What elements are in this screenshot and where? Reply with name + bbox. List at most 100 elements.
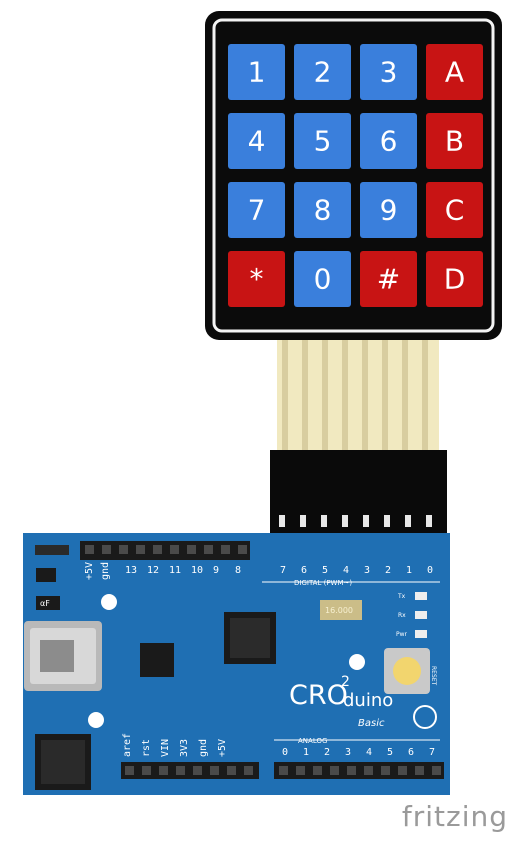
header-pin [210, 766, 219, 775]
bottom-pin-label: +5V [217, 739, 228, 757]
top-right-pin-label: 3 [364, 565, 370, 576]
keypad-key-4[interactable]: A [426, 44, 483, 100]
keypad-key-1[interactable]: 1 [228, 44, 285, 100]
led-label-pwr: Pwr [396, 631, 408, 638]
keypad-key-6[interactable]: 5 [294, 113, 351, 169]
keypad-key-label: 5 [314, 125, 332, 158]
top-right-pin-label: 7 [280, 565, 286, 576]
keypad-key-label: 1 [248, 56, 266, 89]
connector-pin [279, 515, 285, 527]
header-pin [204, 545, 213, 554]
top-pin-label: 11 [169, 565, 181, 576]
connector-pin [384, 515, 390, 527]
analog-pin-label: 1 [303, 747, 309, 758]
keypad-key-5[interactable]: 4 [228, 113, 285, 169]
top-right-pin-label: 2 [385, 565, 391, 576]
keypad-key-label: 8 [314, 194, 332, 227]
brand-rest: duino [343, 690, 393, 711]
keypad-key-8[interactable]: B [426, 113, 483, 169]
connector-pin [342, 515, 348, 527]
reset-label: RESET [430, 666, 437, 686]
croduino-board [23, 533, 450, 795]
brand-sub: Basic [358, 718, 385, 729]
header-pin [296, 766, 305, 775]
ribbon-wire [322, 340, 328, 452]
keypad-key-9[interactable]: 7 [228, 182, 285, 238]
keypad-key-13[interactable]: * [228, 251, 285, 307]
header-pin [398, 766, 407, 775]
top-right-pin-label: 6 [301, 565, 307, 576]
header-pin [347, 766, 356, 775]
keypad-key-10[interactable]: 8 [294, 182, 351, 238]
top-pin-label: 9 [213, 565, 219, 576]
bottom-pin-label: VIN [160, 739, 171, 757]
analog-pin-label: 7 [429, 747, 435, 758]
keypad-key-label: B [445, 125, 464, 158]
bottom-pin-label: gnd [198, 739, 209, 757]
header-pin [415, 766, 424, 775]
keypad-key-label: 4 [248, 125, 266, 158]
header-pin [85, 545, 94, 554]
keypad-key-2[interactable]: 2 [294, 44, 351, 100]
power-pin-label: +5V [84, 562, 95, 580]
ribbon-wire [422, 340, 428, 452]
keypad-key-label: 0 [314, 263, 332, 296]
bottom-pin-label: rst [141, 739, 152, 757]
header-pin [432, 766, 441, 775]
power-left-labels: +5V gnd [84, 562, 111, 580]
ribbon-wire [302, 340, 308, 452]
header-pin [142, 766, 151, 775]
ribbon-wire [282, 340, 288, 452]
power-pin-label: gnd [100, 562, 111, 580]
connector-pin [405, 515, 411, 527]
ribbon-wire [402, 340, 408, 452]
led-label-tx: Tx [397, 593, 406, 600]
keypad-key-15[interactable]: # [360, 251, 417, 307]
fritzing-watermark: fritzing [401, 800, 508, 833]
header-pin [170, 545, 179, 554]
header-pin [244, 766, 253, 775]
header-pin [279, 766, 288, 775]
keypad-key-7[interactable]: 6 [360, 113, 417, 169]
ribbon-cable [277, 340, 439, 452]
analog-pin-label: 2 [324, 747, 330, 758]
top-right-pin-label: 0 [427, 565, 433, 576]
keypad-key-14[interactable]: 0 [294, 251, 351, 307]
keypad-key-label: * [250, 263, 264, 296]
connector-pin [426, 515, 432, 527]
analog-label: ANALOG [298, 737, 327, 745]
keypad-key-11[interactable]: 9 [360, 182, 417, 238]
top-right-pin-label: 5 [322, 565, 328, 576]
keypad-key-12[interactable]: C [426, 182, 483, 238]
top-right-pin-label: 4 [343, 565, 349, 576]
header-pin [193, 766, 202, 775]
keypad-key-3[interactable]: 3 [360, 44, 417, 100]
top-pin-label: 8 [235, 565, 241, 576]
header-pin [125, 766, 134, 775]
bottom-pin-label: 3V3 [179, 739, 190, 757]
header-pin [330, 766, 339, 775]
analog-pin-label: 3 [345, 747, 351, 758]
keypad-key-16[interactable]: D [426, 251, 483, 307]
keypad-key-label: 9 [380, 194, 398, 227]
header-pin [176, 766, 185, 775]
keypad-key-label: 7 [248, 194, 266, 227]
header-pin [187, 545, 196, 554]
keypad-key-label: 3 [380, 56, 398, 89]
keypad-key-label: 6 [380, 125, 398, 158]
analog-pin-label: 5 [387, 747, 393, 758]
header-pin [159, 766, 168, 775]
led-label-rx: Rx [398, 612, 406, 619]
header-pin [313, 766, 322, 775]
analog-pin-label: 4 [366, 747, 372, 758]
header-pin [238, 545, 247, 554]
cap-label: αF [40, 599, 50, 608]
keypad-key-label: # [377, 263, 400, 296]
brand-sup: 2 [341, 674, 350, 690]
header-pin [136, 545, 145, 554]
